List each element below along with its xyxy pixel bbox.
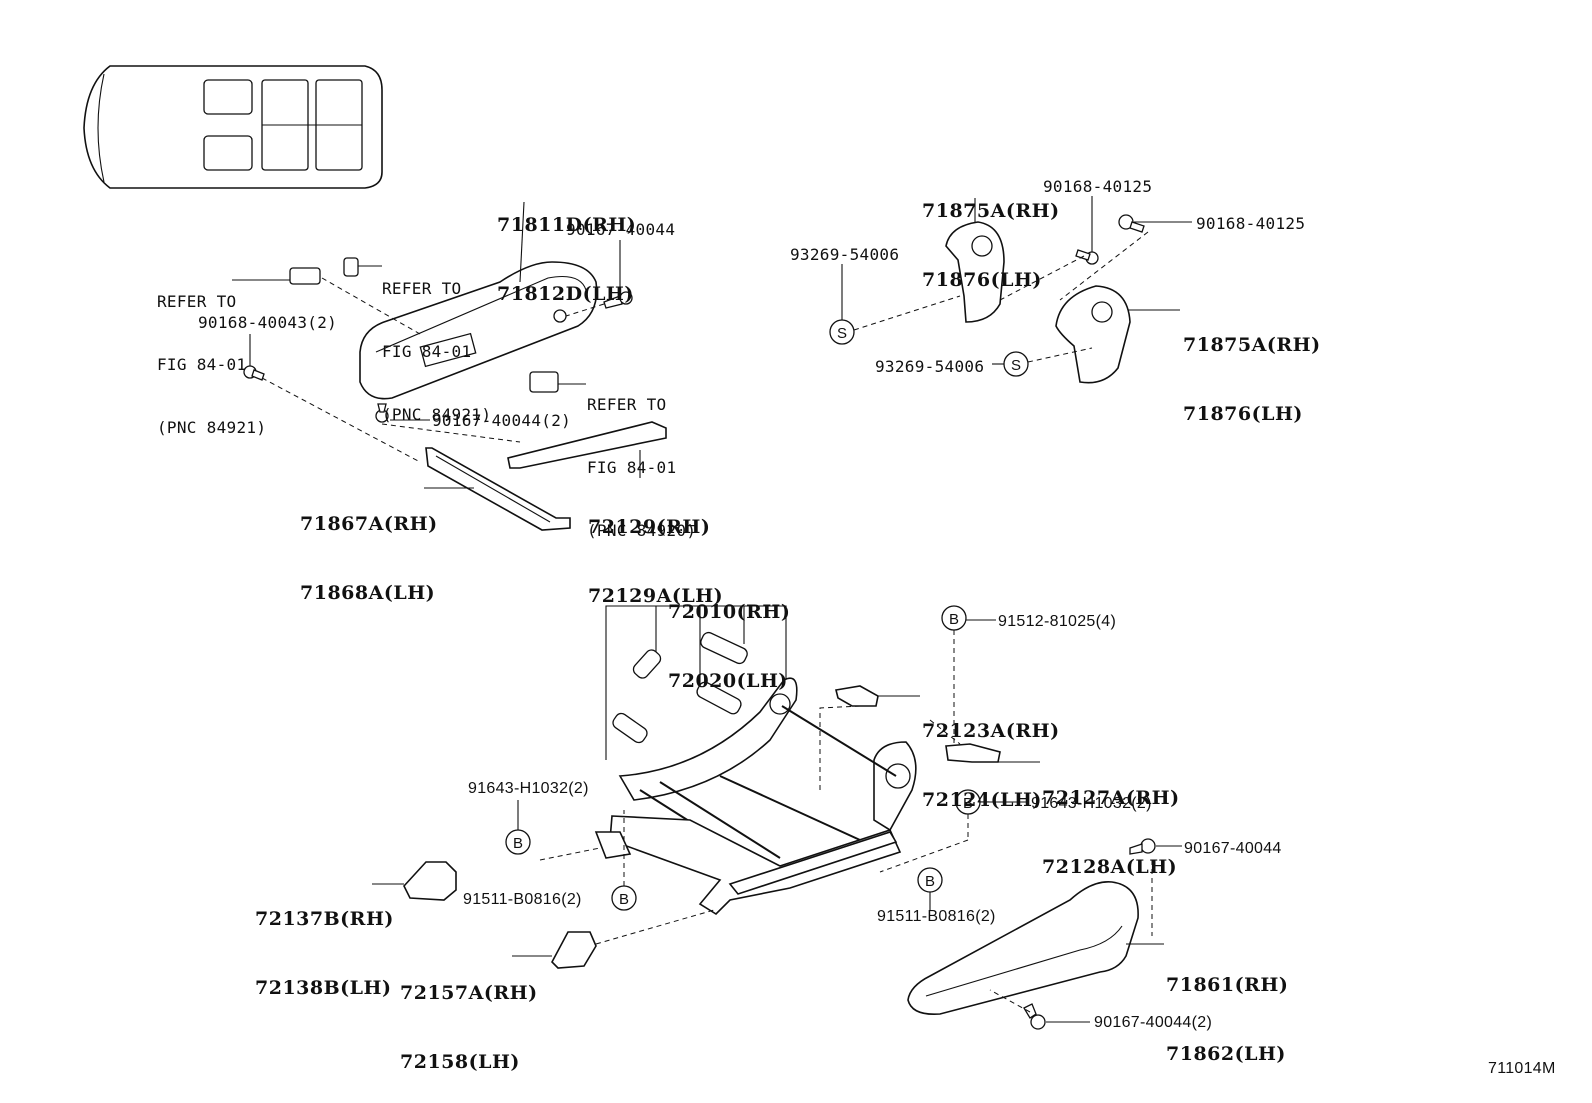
diagram-id: 711014M [1488, 1060, 1556, 1077]
marker-b-91643-left-letter: B [513, 835, 524, 852]
label-line: 72128A(LH) [1042, 856, 1178, 878]
refer-clip-84921-mid [343, 257, 359, 277]
label-93269-a: 93269-54006 [790, 245, 900, 264]
label-line: REFER TO [587, 395, 667, 414]
label-line: 71811D(RH) [497, 214, 637, 236]
label-line: 71862(LH) [1166, 1043, 1286, 1065]
vehicle-location-inset [83, 65, 383, 189]
label-90167-bottom: 90167-40044(2) [1094, 1014, 1213, 1031]
marker-s-a [829, 264, 961, 345]
refer-clip-84920 [529, 371, 559, 393]
shield-71811d [359, 201, 598, 400]
label-line: FIG 84-01 [157, 355, 247, 374]
marker-b-91511-left-letter: B [619, 891, 630, 908]
label-line: 71876(LH) [922, 269, 1042, 291]
label-refer-left: REFER TO FIG 84-01 (PNC 84921) [157, 249, 266, 459]
screw-90168-40125-a [999, 196, 1099, 301]
label-line: 71861(RH) [1166, 974, 1289, 996]
refer-clip-84921-left [289, 267, 321, 285]
label-93269-b: 93269-54006 [875, 357, 985, 376]
label-71867a: 71867A(RH) 71868A(LH) [300, 467, 438, 628]
label-line: 71876(LH) [1183, 403, 1303, 425]
label-90168-40125-a: 90168-40125 [1043, 177, 1153, 196]
label-72127a: 72127A(RH) 72128A(LH) [1042, 741, 1180, 902]
label-line: (PNC 84921) [382, 405, 492, 424]
marker-b-91643-right-letter: B [963, 795, 974, 812]
label-line: 72129(RH) [588, 516, 711, 538]
marker-b-91511-left [611, 810, 637, 911]
cover-71867a [424, 447, 571, 531]
label-line: 71875A(RH) [1183, 334, 1321, 356]
label-line: REFER TO [382, 279, 462, 298]
cover-72157a [512, 909, 715, 969]
label-line: 72138B(LH) [255, 977, 392, 999]
marker-b-91511-right [917, 867, 943, 910]
cover-71875a-lower [1055, 285, 1180, 384]
label-90167-2: 90167-40044(2) [432, 411, 572, 430]
screw-90167-40044-2 [375, 403, 521, 443]
label-line: 72129A(LH) [588, 585, 724, 607]
label-91643-right: 91643-H1032(2) [1031, 795, 1152, 812]
cover-71875a-upper [945, 198, 1005, 323]
label-72129: 72129(RH) 72129A(LH) [588, 470, 723, 631]
label-line: 72010(RH) [668, 601, 791, 623]
cover-72137b [403, 861, 457, 901]
label-72123a: 72123A(RH) 72124(LH) [922, 674, 1060, 835]
label-line: REFER TO [157, 292, 237, 311]
label-line: 72123A(RH) [922, 720, 1060, 742]
label-91511-left: 91511-B0816(2) [463, 891, 582, 908]
label-line: 71875A(RH) [922, 200, 1060, 222]
label-line: 72020(LH) [668, 670, 788, 692]
label-line: (PNC 84920) [587, 521, 697, 540]
label-line: 71868A(LH) [300, 582, 436, 604]
cover-72127a [929, 719, 1040, 763]
screw-90167-right [1129, 838, 1182, 855]
label-91511-right: 91511-B0816(2) [877, 908, 996, 925]
marker-b-91511-right-letter: B [925, 873, 936, 890]
label-71875a-right: 71875A(RH) 71876(LH) [1183, 288, 1321, 449]
label-refer-low: REFER TO FIG 84-01 (PNC 84920) [587, 352, 696, 562]
seat-adjuster-72010 [594, 605, 917, 916]
label-line: 72127A(RH) [1042, 787, 1180, 809]
label-90167-top: 90167-40044 [566, 220, 676, 239]
label-line: 71812D(LH) [497, 283, 634, 305]
label-72010: 72010(RH) 72020(LH) [668, 555, 790, 716]
label-72157a: 72157A(RH) 72158(LH) [400, 936, 538, 1097]
label-line: (PNC 84921) [157, 418, 267, 437]
cover-72123a [819, 685, 920, 790]
marker-b-91643-left [505, 800, 601, 861]
marker-s-a-letter: S [837, 325, 848, 342]
label-71861: 71861(RH) 71862(LH) [1166, 928, 1288, 1089]
label-71875a-top: 71875A(RH) 71876(LH) [922, 154, 1060, 315]
label-91643-left: 91643-H1032(2) [468, 780, 589, 797]
label-91512: 91512-81025(4) [998, 613, 1117, 630]
label-72137b: 72137B(RH) 72138B(LH) [255, 862, 394, 1023]
label-line: 71867A(RH) [300, 513, 438, 535]
marker-b-91512-letter: B [949, 611, 960, 628]
label-refer-mid: REFER TO FIG 84-01 (PNC 84921) [382, 236, 491, 446]
screw-90167-bottom [989, 989, 1090, 1030]
label-line: 72157A(RH) [400, 982, 538, 1004]
screw-90167-top [565, 240, 633, 317]
label-line: 72158(LH) [400, 1051, 520, 1073]
label-line: FIG 84-01 [587, 458, 677, 477]
marker-s-b [992, 347, 1093, 377]
trim-72129 [507, 421, 667, 478]
screw-90168-40125-b [1059, 214, 1192, 301]
label-90167-right: 90167-40044 [1184, 840, 1282, 857]
marker-s-b-letter: S [1011, 357, 1022, 374]
label-71811d: 71811D(RH) 71812D(LH) [497, 168, 636, 329]
marker-b-91643-right [879, 789, 1028, 873]
shield-71861 [907, 860, 1164, 1016]
label-line: 72137B(RH) [255, 908, 394, 930]
screw-90168-40043 [243, 334, 421, 463]
label-90168-40043: 90168-40043(2) [198, 313, 338, 332]
label-90168-40125-b: 90168-40125 [1196, 214, 1306, 233]
label-line: FIG 84-01 [382, 342, 472, 361]
label-line: 72124(LH) [922, 789, 1042, 811]
marker-b-91512 [941, 605, 996, 760]
